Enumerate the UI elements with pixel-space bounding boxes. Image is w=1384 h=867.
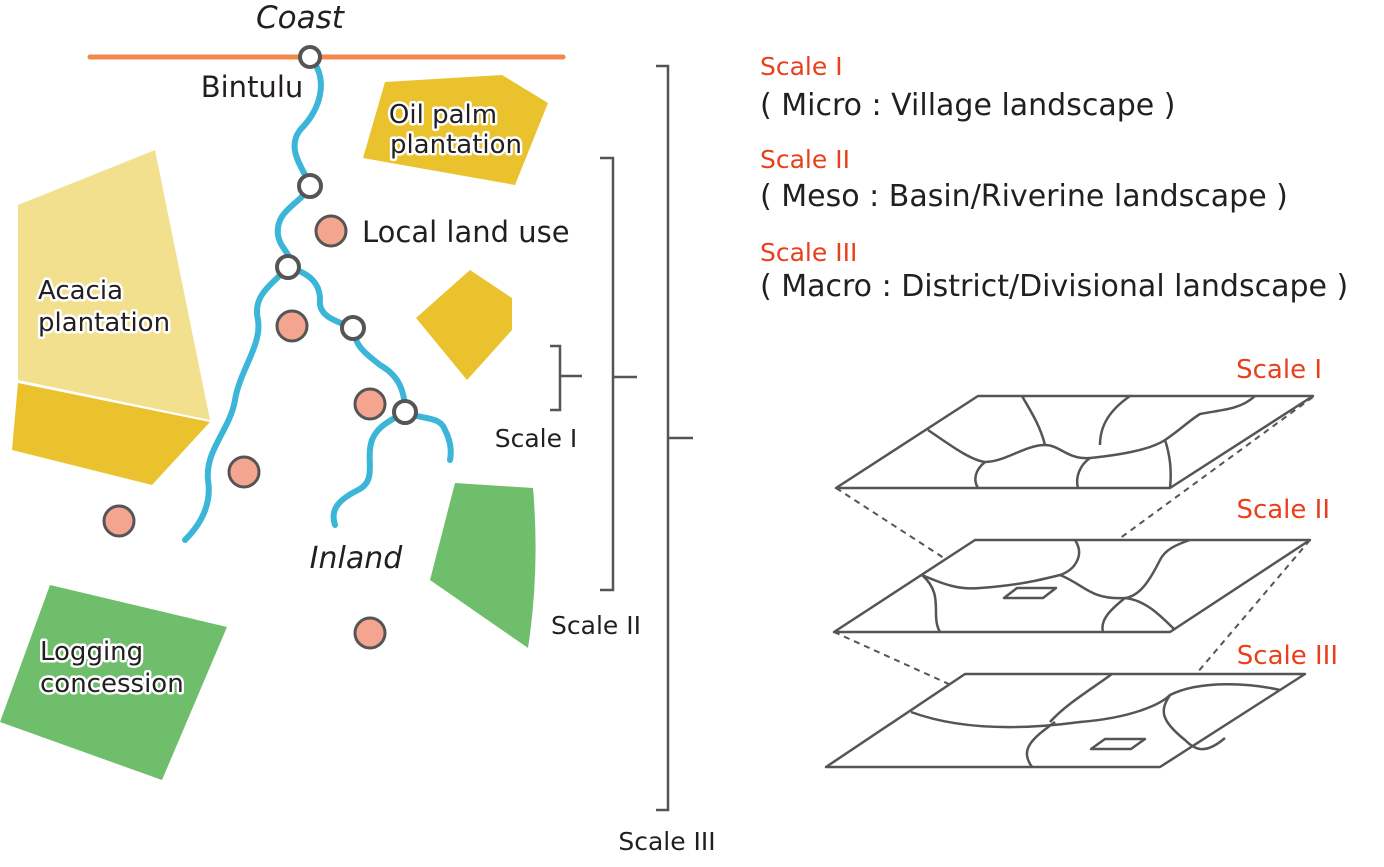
layer-scale1 xyxy=(834,394,1315,490)
acacia-label-line1: Acacia xyxy=(38,276,123,306)
bracket-scale3-label: Scale III xyxy=(618,827,715,856)
legend-scale2-desc: ( Meso : Basin/Riverine landscape ) xyxy=(760,179,1288,214)
layer-scale1-boundary xyxy=(1163,439,1173,489)
layer-scale3-boundary xyxy=(910,682,1281,729)
logging-label-line1: Logging xyxy=(40,637,143,667)
settlement-dot-legend xyxy=(314,214,348,248)
river-node xyxy=(392,399,418,425)
river-nodes xyxy=(275,45,418,425)
acacia-label-line2: plantation xyxy=(38,308,170,338)
layer-scale3-plane xyxy=(824,672,1307,769)
bracket-scale3 xyxy=(656,64,693,812)
settlement-dot xyxy=(227,455,261,489)
bracket-scale1 xyxy=(550,344,582,412)
tributary-east-small xyxy=(402,409,454,463)
layer-scale2-boundary xyxy=(1124,596,1176,631)
oil-palm-label-line2: plantation xyxy=(390,130,522,160)
layer-scale1-boundary xyxy=(1020,395,1047,446)
layer-scale1-boundary xyxy=(974,461,986,489)
layer-scale3-focus-area xyxy=(1089,737,1147,751)
layer-scale3-boundary xyxy=(1049,672,1113,723)
layer-scale1-boundary xyxy=(1098,394,1131,446)
layer-scale2-boundary xyxy=(921,539,1081,590)
coast-label: Coast xyxy=(256,0,346,36)
legend-scale1-desc: ( Micro : Village landscape ) xyxy=(760,88,1175,123)
logging-label-line2: concession xyxy=(40,669,184,699)
layer-scale1-boundary xyxy=(1075,456,1091,489)
layer-scale2-label: Scale II xyxy=(1236,495,1330,525)
inland-label: Inland xyxy=(310,541,404,576)
layer-scale3-boundary xyxy=(1162,694,1226,751)
settlement-dot xyxy=(275,309,309,343)
bintulu-label: Bintulu xyxy=(201,70,304,104)
settlement-dot xyxy=(353,387,387,421)
layer-scale3-label: Scale III xyxy=(1237,641,1338,671)
bracket-scale1-label: Scale I xyxy=(495,424,578,453)
tributary-east xyxy=(285,264,408,415)
river-node xyxy=(340,315,366,341)
settlement-dot xyxy=(353,616,387,650)
layer-scale3-boundary xyxy=(1025,720,1056,768)
layer-scale2-plane xyxy=(832,538,1312,634)
oil-palm-plantation-area xyxy=(363,75,548,185)
layer-scale1-label: Scale I xyxy=(1236,355,1322,385)
bracket-scale2 xyxy=(600,156,637,592)
bracket-scale2-label: Scale II xyxy=(551,611,641,640)
oil-palm-label-line1: Oil palm xyxy=(389,100,497,130)
layer-scale2-boundary xyxy=(921,574,942,633)
tributary-inland xyxy=(330,409,408,528)
layer-scale2 xyxy=(832,538,1312,634)
layer-scale3 xyxy=(824,672,1307,769)
layer-scale1-plane xyxy=(834,394,1315,490)
layer-scale2-focus-area xyxy=(1002,586,1058,600)
acacia-plantation-area xyxy=(18,150,210,420)
river-node-bintulu xyxy=(298,45,322,69)
scale-brackets xyxy=(550,64,693,812)
logging-concession-area xyxy=(0,585,227,780)
settlement-dot xyxy=(102,504,136,538)
settlements xyxy=(102,214,387,650)
legend-scale1-title: Scale I xyxy=(760,52,843,81)
river-node xyxy=(297,173,323,199)
legend-scale3-title: Scale III xyxy=(760,238,857,267)
local-land-use-label: Local land use xyxy=(362,215,570,249)
layer-scale2-boundary xyxy=(1101,597,1126,633)
green-forest-area xyxy=(430,483,536,648)
river-node xyxy=(275,254,301,280)
plantation-patch-area xyxy=(416,270,512,380)
acacia-plantation-dark-area xyxy=(12,383,210,485)
layer-scale2-boundary xyxy=(1059,538,1191,600)
legend-scale3-desc: ( Macro : District/Divisional landscape … xyxy=(760,269,1348,304)
legend-scale2-title: Scale II xyxy=(760,145,850,174)
